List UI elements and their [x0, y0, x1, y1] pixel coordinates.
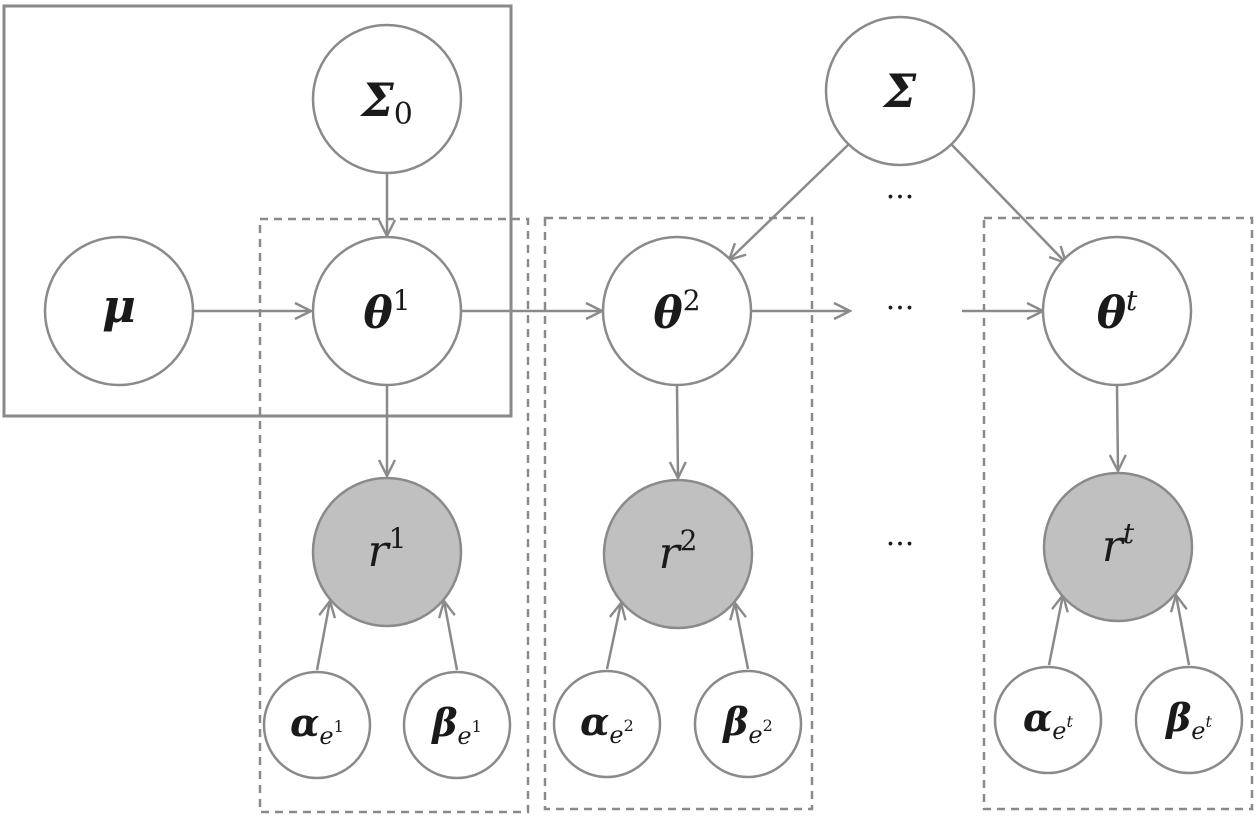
edge-beta2-r2: [735, 603, 750, 670]
node-theta1: [311, 235, 463, 387]
edge-sigma-theta2: [729, 144, 849, 260]
node-beta2: [693, 669, 803, 779]
label-r2: r2: [659, 524, 698, 579]
ellipsis-middle: ···: [886, 291, 915, 326]
node-sigma0: [311, 23, 463, 175]
edge-betat-rt: [1176, 595, 1191, 666]
label-thetat: θt: [1097, 284, 1138, 339]
node-alphat: [993, 665, 1103, 775]
edge-alpha1-r1: [315, 601, 330, 671]
time-plate-2: [543, 216, 814, 811]
label-beta1: βe1: [430, 700, 482, 750]
ellipsis-top: ···: [886, 180, 915, 215]
label-alphat: αet: [1023, 695, 1073, 745]
node-rt: [1042, 471, 1194, 623]
label-sigma0: Σ0: [359, 73, 413, 132]
label-beta2: βe2: [721, 699, 773, 749]
node-sigma: [824, 15, 976, 167]
label-sigma: Σ: [882, 64, 917, 118]
node-r1: [311, 476, 463, 628]
edge-theta2-r2: [677, 385, 678, 478]
ellipsis-bottom: ···: [886, 527, 915, 562]
label-theta2: θ2: [653, 284, 700, 339]
node-betat: [1134, 665, 1244, 775]
label-alpha2: αe2: [580, 699, 634, 749]
edge-sigma-thetat: [951, 144, 1066, 263]
edge-alphat-rt: [1047, 595, 1063, 666]
label-alpha1: αe1: [290, 700, 344, 750]
node-beta1: [402, 670, 512, 780]
label-mu: μ: [102, 279, 136, 333]
label-r1: r1: [368, 522, 407, 577]
label-rt: rt: [1102, 517, 1135, 572]
edge-thetat-rt: [1117, 385, 1118, 471]
node-alpha1: [262, 670, 372, 780]
time-plate-t: [982, 216, 1254, 811]
edge-beta1-r1: [444, 601, 459, 671]
edge-alpha2-r2: [605, 603, 621, 670]
node-r2: [602, 478, 754, 630]
label-betat: βet: [1164, 695, 1212, 745]
node-thetat: [1041, 235, 1193, 387]
prior-plate: [2, 4, 513, 418]
node-theta2: [601, 235, 753, 387]
time-plate-1: [258, 217, 530, 814]
node-alpha2: [552, 669, 662, 779]
node-mu: [43, 235, 195, 387]
label-theta1: θ1: [363, 284, 410, 339]
